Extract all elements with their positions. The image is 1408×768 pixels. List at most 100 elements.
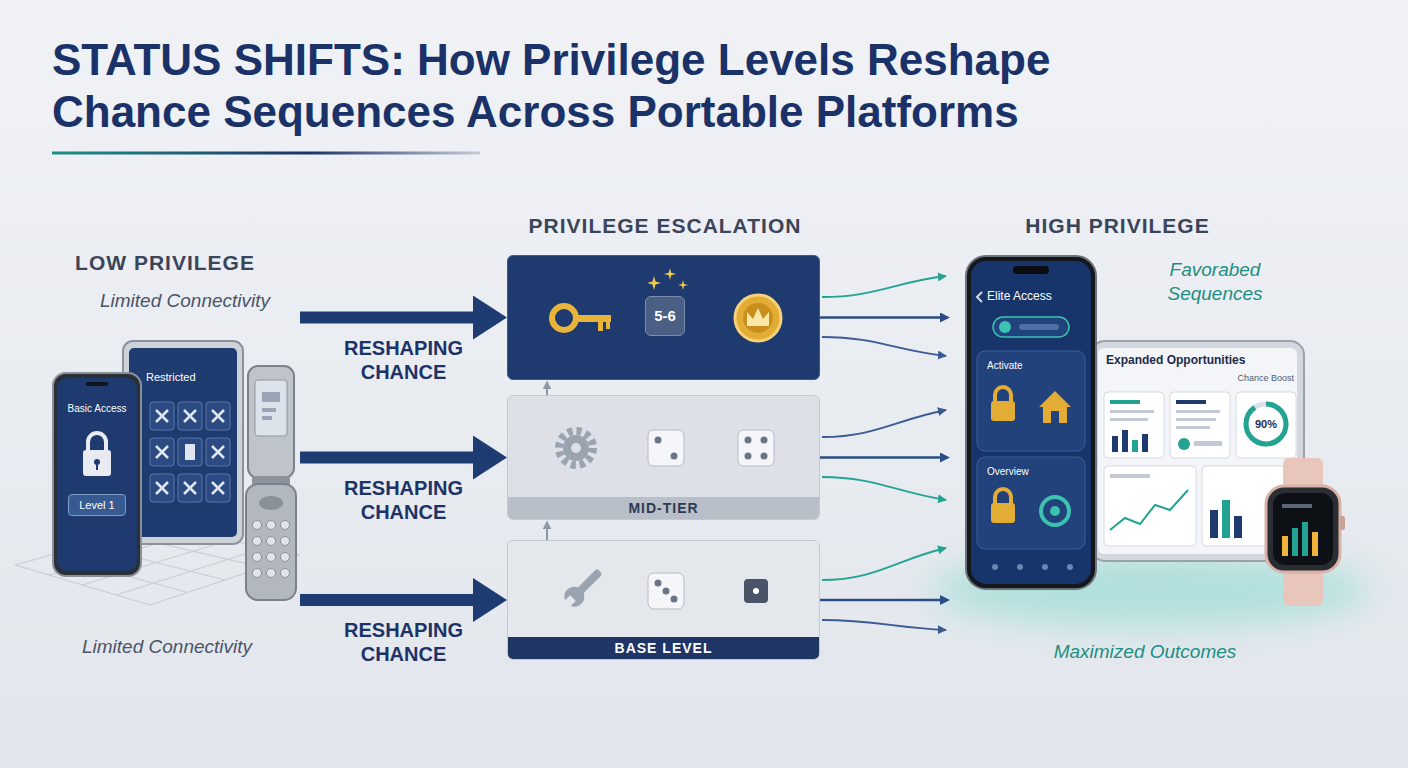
screen-heading: Expanded Opportunities [1106,353,1291,368]
screen-text: Elite Access [987,289,1087,304]
smartphone-illustration [993,317,1069,337]
tablet-illustration [150,402,230,502]
label-slot: RESHAPING CHANCE [334,336,474,384]
text-slot: LOW PRIVILEGE [30,250,300,276]
text-slot: 90% [1246,417,1286,431]
tablet-illustration [150,402,174,430]
smartphone-illustration [1042,564,1048,570]
tablet-illustration [212,410,224,422]
smartphone-illustration [966,256,1096,589]
tablet-illustration [206,402,230,430]
flip-phone-illustration [281,537,290,546]
label-slot: Maximized Outcomes [1030,640,1260,664]
text-slot: HIGH PRIVILEGE [950,213,1285,239]
smartphone-illustration [1019,324,1059,330]
text-slot: Elite Access [987,289,1087,304]
smartphone-illustration [995,387,1011,403]
tablet-illustration [212,446,224,458]
tablet-illustration [156,482,168,494]
flow-lines [822,548,946,580]
tier-icons [655,580,662,587]
flip-phone-illustration [255,380,287,436]
flip-phone-illustration [253,569,262,578]
tablet-illustration [206,474,230,502]
flip-phone-illustration [253,553,262,562]
flip-phone-illustration [281,569,290,578]
text-slot: Basic Access [58,402,136,415]
tier-icons [761,437,768,444]
text-slot: MID-TIER [508,497,819,519]
smartphone-illustration [995,489,1011,505]
tablet-illustration [129,348,237,537]
connector-arrow [546,524,548,540]
text-slot: Overview [987,465,1077,478]
tablet-illustration [185,444,195,460]
tablet-illustration [1178,438,1190,450]
tablet-illustration [156,410,224,494]
smartphone-illustration [52,372,142,577]
smartphone-illustration [977,351,1085,451]
tier-icons [663,588,670,595]
text-slot: 5-6 [645,296,685,336]
tablet-illustration [150,474,174,502]
tier-icons [552,306,576,330]
page-title: STATUS SHIFTS: How Privilege Levels Resh… [52,34,1182,138]
smartphone-illustration [991,401,1015,421]
tier-icons [559,431,593,465]
tablet-illustration [1170,392,1230,458]
tier-icons [575,315,611,322]
tablet-illustration [1110,474,1150,478]
smartphone-illustration [1051,411,1059,423]
title-slot: STATUS SHIFTS: How Privilege Levels Resh… [52,34,1182,138]
flow-lines [822,620,946,630]
tablet-illustration [1110,410,1154,413]
screen-text: Restricted [146,370,232,384]
flip-phone-illustration [246,366,296,600]
tablet-illustration [123,341,243,544]
smartphone-illustration [977,457,1085,549]
tier-icons [560,583,588,611]
connector-arrow [300,312,487,324]
smartphone-illustration [53,373,141,576]
tablet-illustration [184,482,196,494]
section-heading: LOW PRIVILEGE [30,250,300,276]
flow-lines [822,276,946,297]
text-slot: Activate [987,359,1077,372]
tablet-illustration [156,410,168,422]
section-heading: HIGH PRIVILEGE [950,213,1285,239]
flip-phone-illustration [253,537,262,546]
flip-phone-illustration [281,521,290,530]
tablet-illustration [178,438,202,466]
section-heading: PRIVILEGE ESCALATION [490,213,840,239]
tier-label: MID-TIER [508,497,819,519]
tablet-illustration [1104,392,1164,458]
tablet-illustration [206,438,230,466]
tier-icons [745,437,752,444]
tier-icons [743,303,773,333]
tablet-illustration [1222,500,1230,538]
flip-phone-illustration [267,569,276,578]
text-slot: BASE LEVEL [508,637,819,659]
tablet-illustration [1194,441,1222,446]
connector-arrow [820,316,946,319]
tablet-illustration [1273,493,1333,565]
tier-icons [735,295,781,341]
screen-text: Basic Access [58,402,136,415]
flip-phone-illustration [267,537,276,546]
tier-icons [647,276,661,290]
flow-lines [822,337,946,356]
region-panel: PRIVILEGE ESCALATION 5-6 MID-TIER BASE L… [490,205,840,670]
smartphone-illustration [1039,391,1071,423]
flip-phone-illustration [253,521,262,530]
tier-icons [671,453,678,460]
smartphone-illustration [57,378,137,571]
tier-icons [664,268,676,280]
text-slot: Restricted [146,370,232,384]
tier-icons [606,321,610,329]
tablet-illustration [1122,430,1128,452]
caption-note: Favorabed Sequences [1150,258,1280,306]
connector-arrow [546,384,548,395]
smartphone-illustration [1050,506,1060,516]
